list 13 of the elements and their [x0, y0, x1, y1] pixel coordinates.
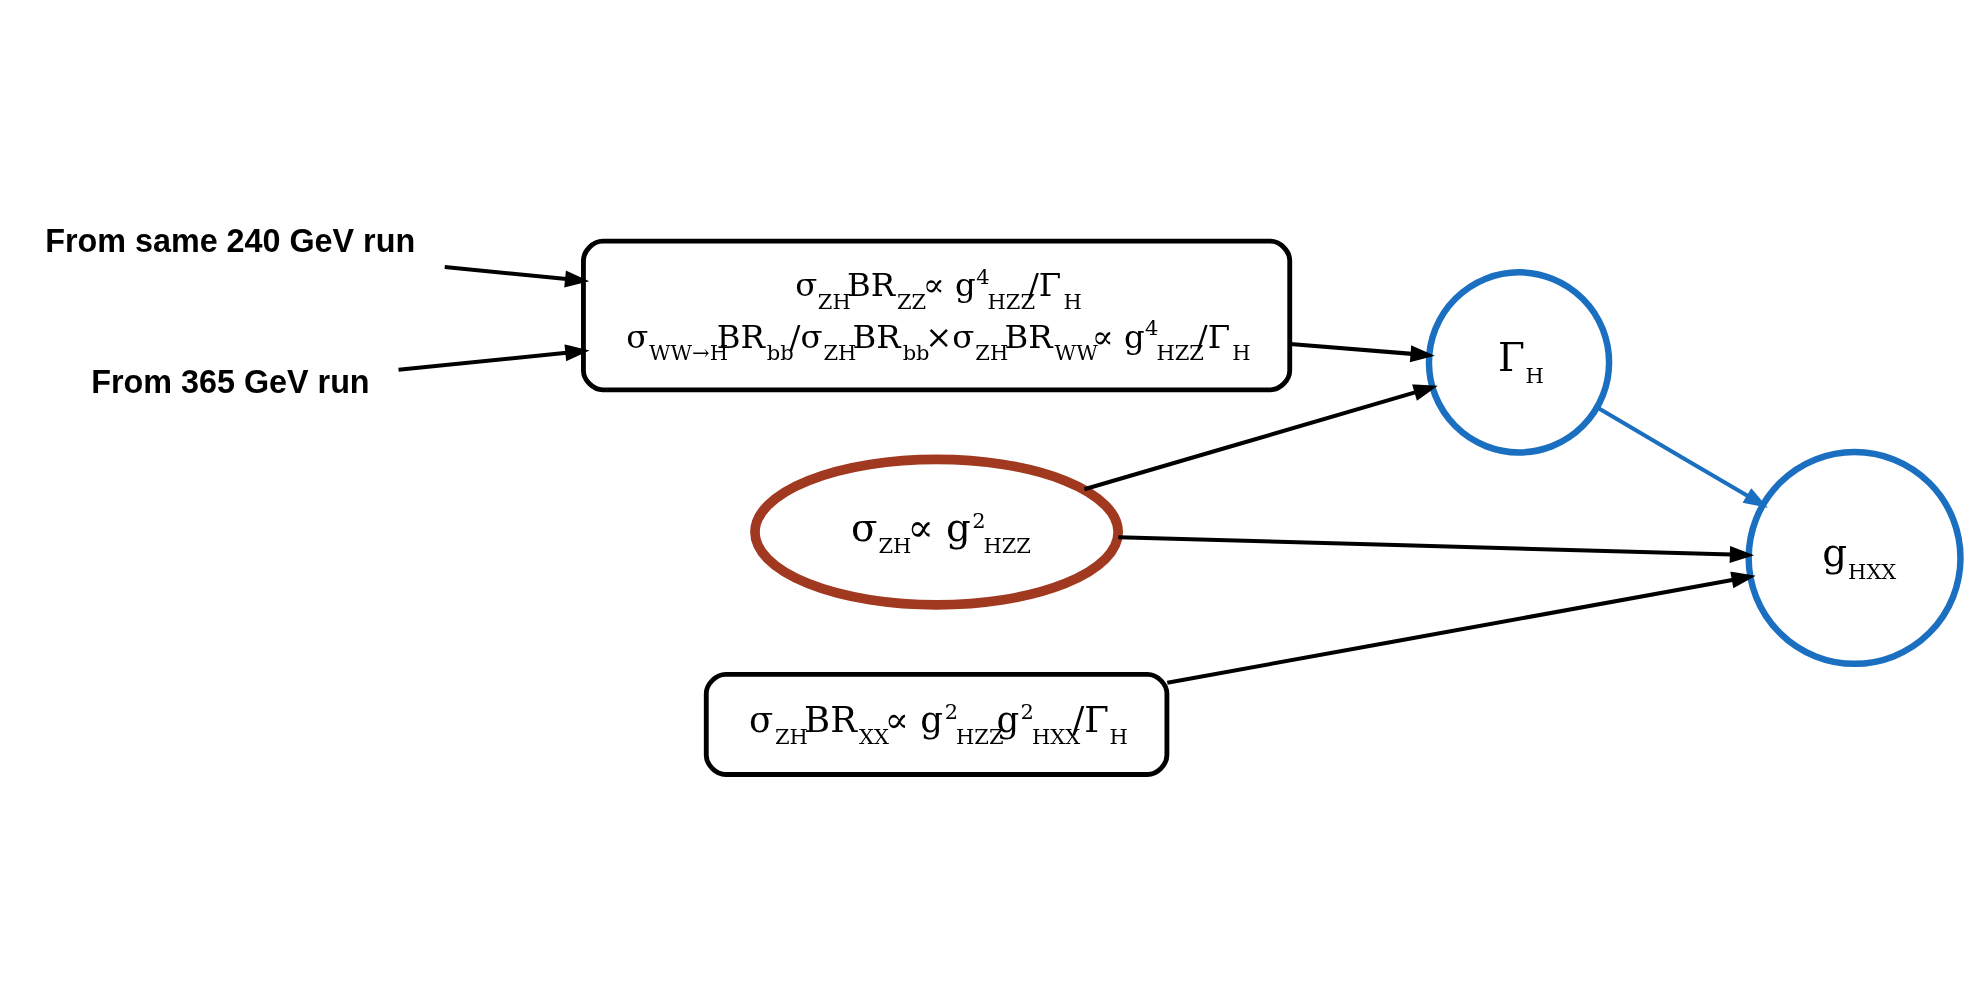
arrow [1596, 405, 1768, 508]
arrow [398, 343, 590, 372]
node-text: From same 240 GeV run [45, 222, 416, 259]
node-text: From 365 GeV run [91, 363, 370, 400]
arrow [1118, 534, 1755, 563]
arrow [1166, 571, 1756, 685]
arrow [444, 264, 590, 287]
node-circle: g$_{HXX}$ [1745, 448, 1964, 667]
arrow [1083, 383, 1438, 491]
arrow [1290, 341, 1435, 362]
node-circle: Γ$_{H}$ [1425, 268, 1613, 456]
node-box: σ$_{ZH}$BR$_{XX}$∝ g$^{2}$$_{HZZ}$g$^{2}$$_{HXX}$/Γ$_{H}$ [703, 671, 1170, 777]
node-box: σ$_{ZH}$BR$_{ZZ}$∝ g$^{4}$$_{HZZ}$/Γ$_{H}$ σ$_{WW→H}$BR$_{bb}$/σ$_{ZH}$BR$_{bb}$×σ$_{ZH}$BR$_{WW}$∝ g$^{4}$$_{HZZ}$/Γ$_{H}$ [581, 238, 1293, 392]
